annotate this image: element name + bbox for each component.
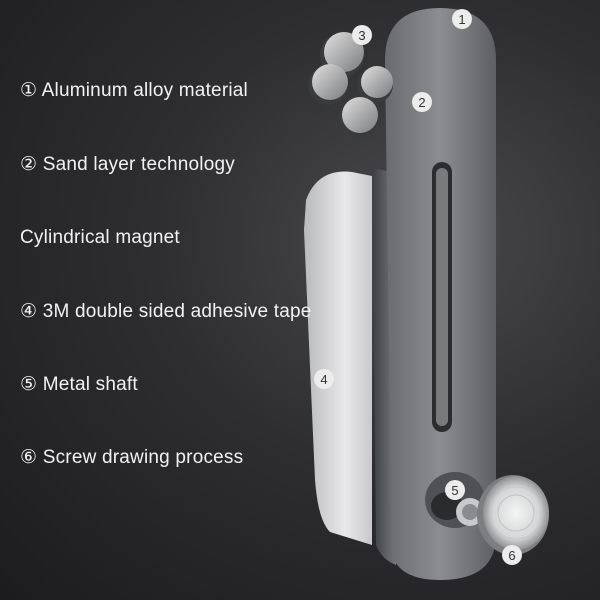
cylindrical-magnets (308, 32, 393, 138)
feature-text: Cylindrical magnet (20, 227, 180, 248)
feature-adhesive-tape: ④ 3M double sided adhesive tape (20, 300, 312, 323)
feature-cylindrical-magnet: Cylindrical magnet (20, 227, 180, 249)
feature-marker: ⑤ (20, 374, 38, 395)
callout-1: 1 (452, 9, 472, 29)
feature-screw-drawing: ⑥ Screw drawing process (20, 446, 243, 469)
feature-text: Screw drawing process (42, 447, 244, 468)
svg-text:2: 2 (418, 95, 425, 110)
svg-text:4: 4 (320, 372, 327, 387)
svg-text:3: 3 (358, 28, 365, 43)
feature-text: Sand layer technology (42, 154, 235, 175)
feature-text: Aluminum alloy material (41, 80, 248, 101)
callout-6: 6 (502, 545, 522, 565)
callout-2: 2 (412, 92, 432, 112)
feature-marker: ② (20, 154, 38, 175)
feature-marker: ④ (20, 301, 38, 322)
feature-marker: ① (20, 80, 38, 101)
feature-sand-layer: ② Sand layer technology (20, 153, 235, 176)
brushed-disc (477, 475, 549, 555)
feature-metal-shaft: ⑤ Metal shaft (20, 373, 138, 396)
svg-text:1: 1 (458, 12, 465, 27)
feature-aluminum-alloy: ① Aluminum alloy material (20, 79, 248, 102)
feature-text: Metal shaft (42, 374, 138, 395)
svg-text:5: 5 (451, 483, 458, 498)
adhesive-tape (304, 171, 372, 546)
feature-marker: ⑥ (20, 447, 38, 468)
callout-3: 3 (352, 25, 372, 45)
svg-text:6: 6 (508, 548, 515, 563)
feature-list: ① Aluminum alloy material ② Sand layer t… (20, 0, 320, 600)
callout-4: 4 (314, 369, 334, 389)
feature-text: 3M double sided adhesive tape (42, 301, 312, 322)
callout-5: 5 (445, 480, 465, 500)
